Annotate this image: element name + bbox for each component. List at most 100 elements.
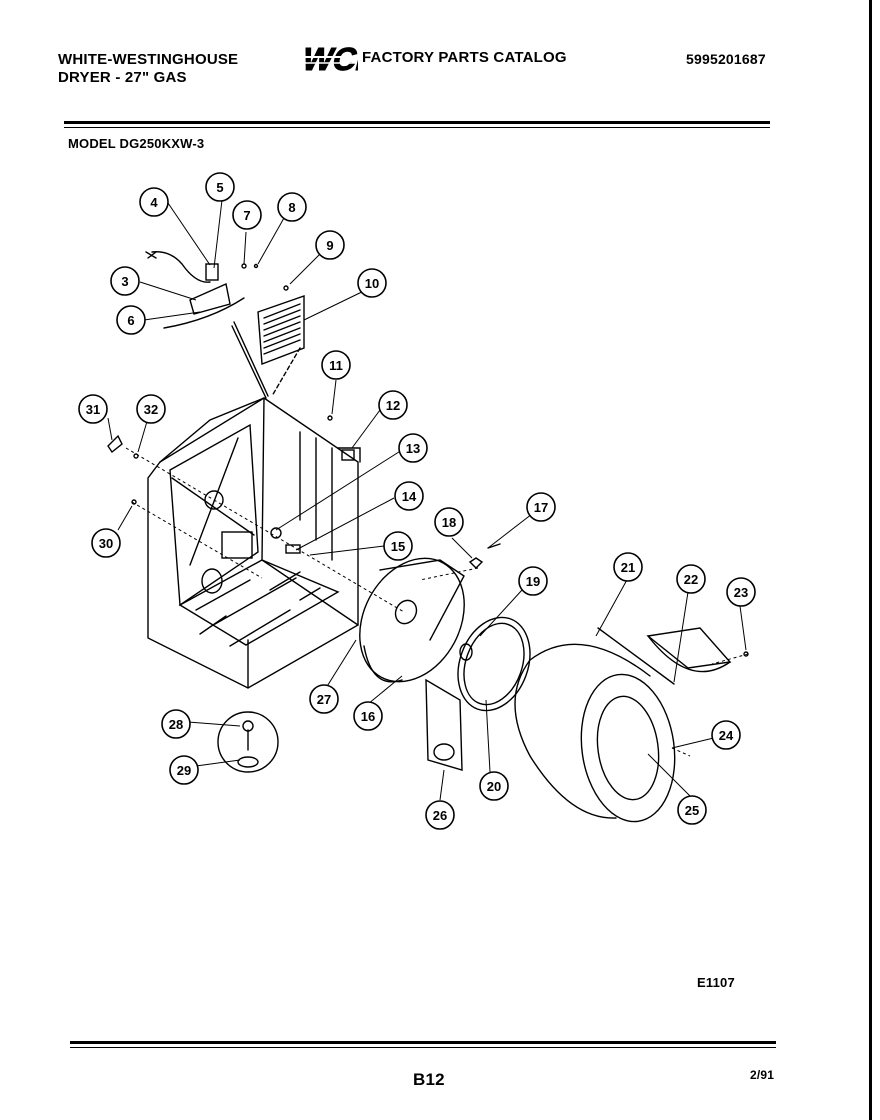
callout-19: 19 <box>518 566 548 596</box>
callout-number: 5 <box>216 180 223 195</box>
callout-number: 10 <box>365 276 379 291</box>
callout-number: 12 <box>386 398 400 413</box>
callout-30: 30 <box>91 528 121 558</box>
callout-16: 16 <box>353 701 383 731</box>
callout-number: 15 <box>391 539 405 554</box>
callout-number: 4 <box>150 195 158 210</box>
callout-bubble <box>711 720 741 750</box>
callout-18: 18 <box>434 507 464 537</box>
revision-date: 2/91 <box>750 1068 775 1082</box>
diagram-drawing <box>107 251 749 823</box>
callout-24: 24 <box>711 720 741 750</box>
callout-number: 24 <box>719 728 734 743</box>
footer-rule-thick <box>70 1041 776 1044</box>
callout-bubble <box>136 394 166 424</box>
callout-bubble <box>91 528 121 558</box>
callout-bubble <box>205 172 235 202</box>
drawing-code: E1107 <box>697 975 735 990</box>
front-bulkhead-plate <box>425 678 463 771</box>
callout-bubble <box>169 755 199 785</box>
callout-29: 29 <box>169 755 199 785</box>
callout-bubble <box>110 266 140 296</box>
callout-bubble <box>321 350 351 380</box>
controls-bracket <box>189 283 231 315</box>
callout-number: 9 <box>326 238 333 253</box>
callout-bubble <box>378 390 408 420</box>
wci-logo: WCI <box>298 41 358 74</box>
callout-bubble <box>309 684 339 714</box>
callout-number: 3 <box>121 274 128 289</box>
product-type: DRYER - 27" GAS <box>58 69 187 86</box>
callout-6: 6 <box>116 305 146 335</box>
callout-25: 25 <box>677 795 707 825</box>
callout-8: 8 <box>277 192 307 222</box>
callout-bubble <box>394 481 424 511</box>
header-rule-thick <box>64 121 770 124</box>
callout-31: 31 <box>78 394 108 424</box>
callout-bubble <box>726 577 756 607</box>
callout-number: 18 <box>442 515 456 530</box>
callout-bubble <box>526 492 556 522</box>
cabinet-side-panel <box>159 397 359 626</box>
callout-number: 27 <box>317 692 331 707</box>
callout-number: 8 <box>288 200 295 215</box>
leader-lines <box>107 199 747 801</box>
callout-5: 5 <box>205 172 235 202</box>
callout-bubble <box>383 531 413 561</box>
callout-number: 29 <box>177 763 191 778</box>
callout-26: 26 <box>425 800 455 830</box>
callout-3: 3 <box>110 266 140 296</box>
callout-number: 23 <box>734 585 748 600</box>
callout-bubble <box>315 230 345 260</box>
callout-9: 9 <box>315 230 345 260</box>
callout-23: 23 <box>726 577 756 607</box>
part-callouts: 3456789101112131415161718192021222324252… <box>78 172 756 830</box>
callout-number: 19 <box>526 574 540 589</box>
callout-number: 31 <box>86 402 100 417</box>
power-cord <box>151 251 211 283</box>
callout-number: 25 <box>685 803 699 818</box>
callout-bubble <box>139 187 169 217</box>
callout-number: 22 <box>684 572 698 587</box>
cabinet-inner-frame <box>169 423 259 607</box>
model-number: MODEL DG250KXW-3 <box>68 136 205 151</box>
callout-number: 21 <box>621 560 635 575</box>
callout-bubble <box>425 800 455 830</box>
callout-12: 12 <box>378 390 408 420</box>
callout-bubble <box>78 394 108 424</box>
callout-32: 32 <box>136 394 166 424</box>
callout-number: 14 <box>402 489 417 504</box>
callout-17: 17 <box>526 492 556 522</box>
callout-number: 7 <box>243 208 250 223</box>
callout-11: 11 <box>321 350 351 380</box>
callout-bubble <box>479 771 509 801</box>
drum <box>514 643 651 819</box>
page-border-right <box>869 0 872 1120</box>
callout-bubble <box>116 305 146 335</box>
callout-number: 26 <box>433 808 447 823</box>
callout-14: 14 <box>394 481 424 511</box>
callout-number: 32 <box>144 402 158 417</box>
rear-support-cross <box>171 437 255 566</box>
drum-seal <box>457 616 531 712</box>
callout-number: 13 <box>406 441 420 456</box>
dashed-assembly-lines <box>125 447 749 757</box>
callout-4: 4 <box>139 187 169 217</box>
callout-number: 17 <box>534 500 548 515</box>
callout-27: 27 <box>309 684 339 714</box>
callout-7: 7 <box>232 200 262 230</box>
catalog-title: FACTORY PARTS CATALOG <box>362 49 567 66</box>
callout-bubble <box>518 566 548 596</box>
leveling-foot-disc <box>217 711 279 773</box>
callout-22: 22 <box>676 564 706 594</box>
footer-rule-thin <box>70 1047 776 1048</box>
callout-bubble <box>676 564 706 594</box>
callout-number: 6 <box>127 313 134 328</box>
callout-bubble <box>353 701 383 731</box>
callout-bubble <box>161 709 191 739</box>
callout-bubble <box>277 192 307 222</box>
callout-bubble <box>613 552 643 582</box>
callout-28: 28 <box>161 709 191 739</box>
callout-13: 13 <box>398 433 428 463</box>
callout-number: 11 <box>329 358 343 373</box>
